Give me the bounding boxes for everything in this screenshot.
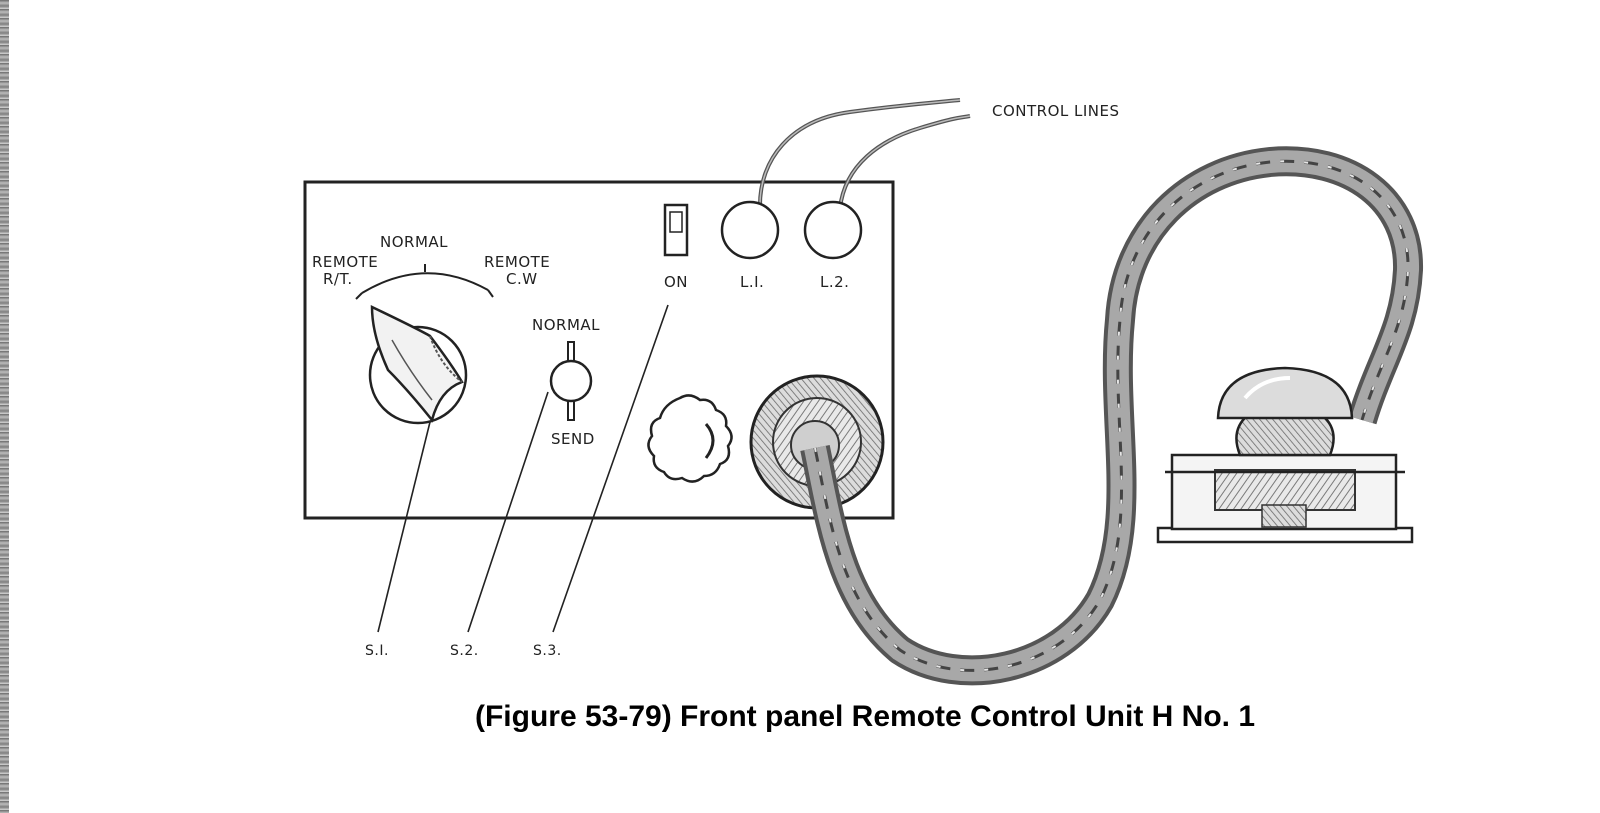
terminal-l1[interactable] [720,200,780,260]
selector-cw-label: C.W [506,270,538,288]
on-label: ON [664,273,688,291]
figure-caption: (Figure 53-79) Front panel Remote Contro… [474,700,1256,733]
selector-scale [355,264,494,300]
leader-lines [377,304,669,633]
on-switch[interactable] [663,203,689,257]
selector-remote-rt-label: REMOTE [312,253,378,271]
switch-normal-label: NORMAL [532,316,600,334]
send-normal-switch[interactable] [549,341,593,421]
twisted-cable [800,146,1424,686]
terminal-l1-label: L.I. [740,273,764,291]
terminal-l2-label: L.2. [820,273,849,291]
scalloped-knob[interactable] [647,394,733,483]
control-line-wires [758,98,971,209]
selector-normal-label: NORMAL [380,233,448,251]
scan-edge [0,0,9,813]
morse-key[interactable] [1156,366,1414,544]
selector-remote-cw-label: REMOTE [484,253,550,271]
switch-send-label: SEND [551,430,595,448]
rotary-selector-knob[interactable] [368,305,468,425]
selector-rt-label: R/T. [323,270,353,288]
control-lines-label: CONTROL LINES [992,102,1120,120]
terminal-l2[interactable] [803,200,863,260]
s1-label: S.I. [365,643,389,659]
s2-label: S.2. [450,643,479,659]
s3-label: S.3. [533,643,562,659]
